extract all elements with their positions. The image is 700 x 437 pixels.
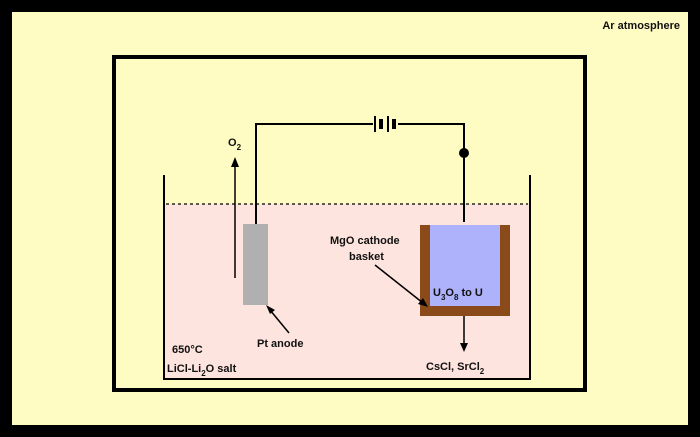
anode-label: Pt anode bbox=[257, 338, 303, 350]
junction-dot bbox=[459, 148, 469, 158]
crucible bbox=[163, 175, 531, 380]
gas-arrow-head bbox=[231, 157, 239, 167]
battery-icon bbox=[374, 116, 396, 132]
cathode-label-line2: basket bbox=[349, 251, 384, 263]
temperature-label: 650°C bbox=[172, 344, 203, 356]
anode-pointer-line bbox=[269, 309, 290, 334]
circuit-wire-right bbox=[398, 123, 465, 222]
product-arrow-head bbox=[460, 343, 468, 352]
circuit-wire bbox=[255, 123, 373, 224]
gas-label: O2 bbox=[228, 137, 242, 152]
reaction-label: U3O8 to U bbox=[433, 287, 483, 302]
cathode-label-line1: MgO cathode bbox=[330, 235, 400, 247]
cathode-pointer-head bbox=[418, 298, 428, 307]
cathode-basket-interior bbox=[430, 225, 500, 306]
pt-anode bbox=[243, 224, 268, 305]
enclosure bbox=[112, 55, 587, 392]
cathode-basket bbox=[420, 225, 510, 316]
salt-label: LiCl-Li2O salt bbox=[167, 363, 237, 378]
anode-pointer-head bbox=[266, 305, 275, 314]
product-label: CsCl, SrCl2 bbox=[426, 361, 485, 376]
cathode-pointer-line bbox=[374, 264, 424, 304]
atmosphere-label: Ar atmosphere bbox=[602, 20, 680, 32]
